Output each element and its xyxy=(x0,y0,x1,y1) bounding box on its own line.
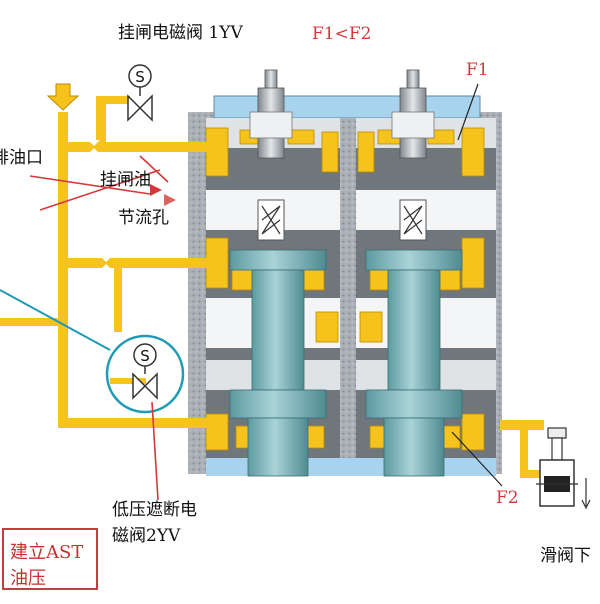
highlight-circle xyxy=(105,334,185,414)
orifice-marks xyxy=(88,140,112,270)
solenoid-1yv-riser xyxy=(96,96,106,150)
ast-label-line1: 建立AST xyxy=(10,542,84,563)
right-outlet xyxy=(500,420,544,430)
cyan-leader-line xyxy=(0,289,111,351)
solenoid-valve-2yv-icon xyxy=(132,343,158,400)
red-arrow-icon xyxy=(150,184,162,196)
slide-valve-icon xyxy=(536,427,591,510)
ast-pressure-box: 建立AST 油压 xyxy=(2,528,98,590)
trip-solenoid-label: 挂闸电磁阀 1YV xyxy=(118,23,243,43)
lp-solenoid-label-line1: 低压遮断电 xyxy=(112,500,197,520)
force-relation-label: F1<F2 xyxy=(312,24,372,44)
oil-chambers xyxy=(205,127,485,451)
left-outlet xyxy=(0,318,60,326)
ast-label-line2: 油压 xyxy=(10,568,46,589)
lp-solenoid-label-line2: 磁阀2YV xyxy=(112,526,181,546)
bottom-feed xyxy=(58,418,208,428)
solenoid-valve-1yv-icon xyxy=(127,64,153,122)
red-small-arrow-icon xyxy=(164,194,176,206)
solenoid-2yv-symbol: S xyxy=(140,347,150,365)
mid-feed xyxy=(58,258,208,268)
solenoid-2yv-riser xyxy=(114,262,122,332)
oil-pipes xyxy=(0,96,544,478)
slide-valve-label: 滑阀下 xyxy=(540,546,591,566)
orifice-label: 节流孔 xyxy=(118,208,169,228)
black-leaders xyxy=(451,83,503,487)
f2-label: F2 xyxy=(496,488,519,508)
trip-oil-feed xyxy=(58,142,208,152)
oil-inlet-arrow-icon xyxy=(46,83,80,111)
red-leaders xyxy=(29,155,169,501)
left-spool xyxy=(229,69,327,477)
trip-oil-label: 挂闸油 xyxy=(100,170,151,190)
right-spool xyxy=(365,69,463,477)
f1-label: F1 xyxy=(466,60,489,80)
solenoid-1yv-symbol: S xyxy=(135,68,145,86)
center-divider xyxy=(340,118,356,458)
drain-port-label: 排油口 xyxy=(0,148,43,168)
